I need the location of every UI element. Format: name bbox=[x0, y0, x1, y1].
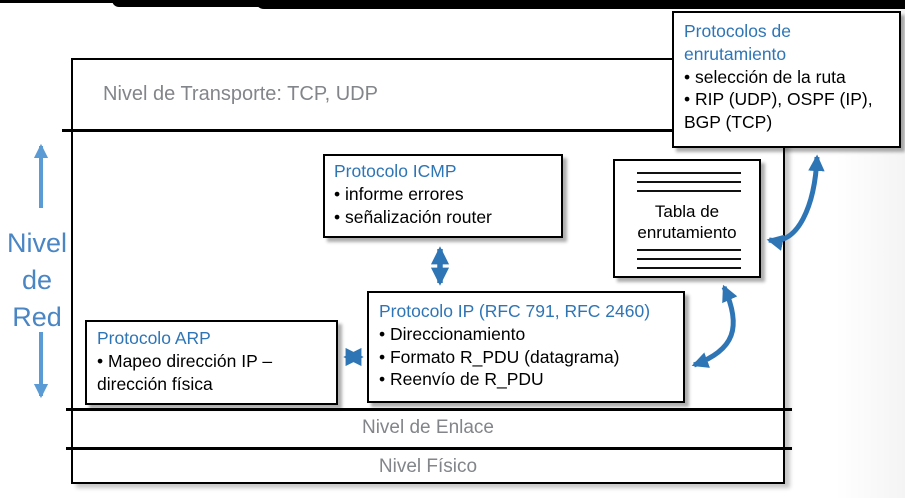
transport-row-divider bbox=[62, 129, 788, 132]
ip-bullet: • Reenvío de R_PDU bbox=[379, 369, 544, 390]
ruled-lines-icon bbox=[637, 172, 741, 174]
link-layer-label: Nivel de Enlace bbox=[361, 417, 495, 438]
link-row-divider bbox=[66, 408, 792, 411]
ruled-lines-icon bbox=[637, 181, 741, 183]
ruled-lines-icon bbox=[637, 267, 741, 269]
transport-layer-label: Nivel de Transporte: TCP, UDP bbox=[103, 83, 378, 105]
ruled-lines-icon bbox=[637, 249, 741, 251]
ip-box-title: Protocolo IP (RFC 791, RFC 2460) bbox=[379, 301, 651, 321]
ruled-lines-icon bbox=[637, 258, 741, 260]
side-label-line: Nivel bbox=[6, 228, 67, 258]
routing-table-box: Tabla de enrutamiento bbox=[613, 159, 761, 278]
routing-box-title: Protocolos de enrutamiento bbox=[684, 21, 792, 64]
ruled-lines-icon bbox=[637, 190, 741, 192]
icmp-protocol-box: Protocolo ICMP • informe errores • señal… bbox=[323, 154, 563, 238]
side-label-line: de bbox=[21, 265, 53, 295]
ip-protocol-box: Protocolo IP (RFC 791, RFC 2460) • Direc… bbox=[367, 291, 685, 403]
ip-bullet: • Formato R_PDU (datagrama) bbox=[379, 346, 620, 367]
protocol-stack-box bbox=[71, 58, 785, 484]
physical-layer-label: Nivel Físico bbox=[378, 456, 478, 477]
physical-row-divider bbox=[66, 447, 792, 450]
routing-protocols-box: Protocolos de enrutamiento • selección d… bbox=[672, 11, 901, 148]
side-label-line: Red bbox=[12, 302, 62, 332]
routing-bullet: • RIP (UDP), OSPF (IP), BGP (TCP) bbox=[684, 89, 873, 132]
ip-bullet: • Direccionamiento bbox=[379, 323, 526, 344]
icmp-box-title: Protocolo ICMP bbox=[334, 161, 457, 181]
arp-box-title: Protocolo ARP bbox=[97, 328, 211, 348]
arp-bullet: • Mapeo dirección IP – dirección física bbox=[97, 350, 273, 394]
routing-table-label: Tabla de enrutamiento bbox=[637, 202, 737, 243]
network-layer-side-label: Nivel de Red bbox=[0, 225, 74, 336]
icmp-bullet: • informe errores bbox=[334, 183, 464, 204]
screen-edge-artifact-icon bbox=[255, 0, 905, 9]
arp-protocol-box: Protocolo ARP • Mapeo dirección IP – dir… bbox=[85, 320, 338, 405]
routing-bullet: • selección de la ruta bbox=[684, 66, 846, 87]
icmp-bullet: • señalización router bbox=[334, 206, 492, 227]
